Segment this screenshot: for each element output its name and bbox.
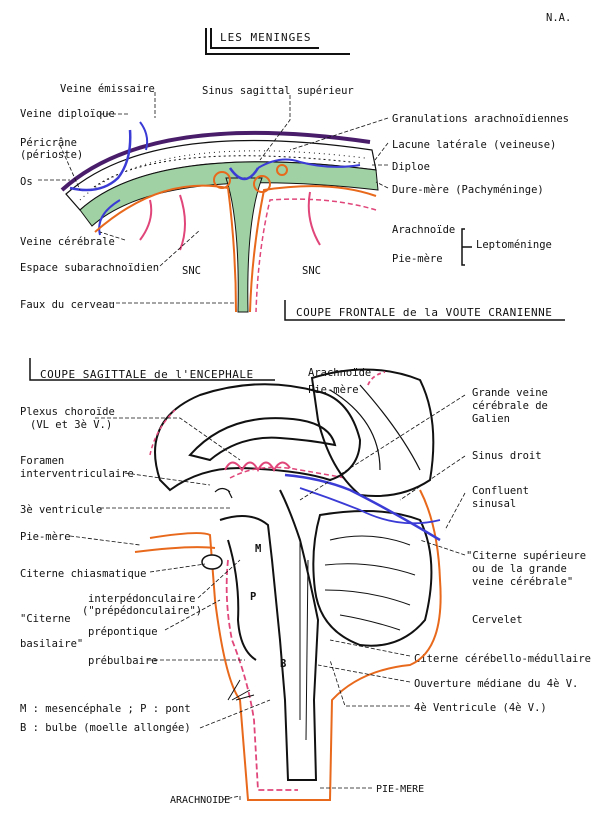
arachnoid-base — [134, 546, 216, 553]
optic-chiasm — [201, 554, 223, 570]
frontal-leaders — [38, 92, 389, 304]
label-sinus-sagittal: Sinus sagittal supérieur — [202, 85, 354, 97]
diploe-pattern — [89, 155, 361, 191]
label-pie-mere-bottom: PIE-MERE — [376, 784, 425, 795]
emissary-vein — [69, 129, 132, 192]
label-4e-ventricule: 4è Ventricule (4è V.) — [414, 702, 547, 714]
label-cervelet: Cervelet — [472, 614, 523, 626]
label-faux: Faux du cerveau — [20, 299, 115, 311]
label-diploe: Diploe — [392, 161, 430, 173]
fourth-ventricle-lines — [299, 540, 309, 741]
arachnoid-right — [249, 185, 377, 313]
pia-right — [255, 198, 377, 313]
legend-b: B : bulbe (moelle allongée) — [20, 722, 191, 734]
label-espace-sub: Espace subarachnoïdien — [20, 262, 160, 274]
label-plexus-detail: (VL et 3è V.) — [30, 419, 113, 431]
pericranium-line — [60, 130, 371, 192]
sagittal-title-border — [29, 358, 275, 381]
arachnoid-granulations — [213, 164, 288, 193]
arachnoid-left — [94, 184, 237, 313]
cerebral-vein — [98, 199, 121, 236]
legend-arrows — [227, 679, 255, 701]
label-sag-pie-mere: Pie-mère — [20, 531, 71, 543]
label-ouverture: Ouverture médiane du 4è V. — [414, 678, 579, 690]
label-foramen-2: interventriculaire — [20, 468, 134, 480]
label-citerne-basilaire-2: basilaire" — [20, 638, 84, 650]
plexus-pia — [229, 466, 346, 479]
cerebellum-outline — [312, 510, 433, 647]
label-confluent-2: sinusal — [472, 498, 517, 510]
legend-mp: M : mesencéphale ; P : pont — [20, 703, 191, 715]
pons-front — [227, 539, 257, 661]
label-grande-veine: Grande veine — [472, 387, 548, 399]
label-confluent: Confluent — [472, 485, 529, 497]
label-os: Os — [20, 176, 33, 188]
choroid-plexus — [224, 461, 291, 473]
label-sinus-droit: Sinus droit — [472, 450, 542, 462]
label-veine-diploique: Veine diploïque — [20, 108, 115, 120]
label-plexus: Plexus choroïde — [20, 406, 115, 418]
label-prepontique: prépontique — [88, 626, 158, 638]
label-pie-mere: Pie-mère — [392, 253, 443, 265]
label-foramen: Foramen — [20, 455, 65, 467]
main-title: LES MENINGES — [210, 28, 320, 49]
cerebellum-folia — [324, 535, 416, 631]
label-citerne-cm: Citerne cérébello-médullaire — [414, 653, 592, 665]
label-dure-mere: Dure-mère (Pachyméninge) — [392, 184, 544, 196]
label-lacune: Lacune latérale (veineuse) — [392, 139, 557, 151]
pia-left-sag — [149, 409, 176, 456]
straight-sinus — [284, 473, 441, 542]
great-cerebral-vein — [299, 487, 441, 525]
sagittal-leaders — [69, 394, 466, 801]
author-initials: N.A. — [546, 12, 572, 24]
letter-m: M — [255, 543, 262, 555]
label-grande-veine-3: Galien — [472, 413, 510, 425]
brainstem-outline — [219, 489, 320, 781]
label-veine-cerebrale: Veine cérébrale — [20, 236, 115, 248]
label-snc-right: SNC — [302, 265, 321, 277]
label-veine-emissaire: Veine émissaire — [60, 83, 155, 95]
label-citerne-sup: "Citerne supérieure — [466, 550, 587, 562]
label-prebulbaire: prébulbaire — [88, 655, 158, 667]
label-granulations: Granulations arachnoïdiennes — [392, 113, 570, 125]
label-leptomeninge: Leptoméninge — [476, 239, 552, 251]
label-citerne-sup-3: veine cérébrale" — [472, 576, 574, 588]
lateral-lacuna — [257, 158, 361, 169]
corpus-callosum — [188, 417, 337, 462]
cortex-sulci — [139, 191, 321, 251]
foramen-mark — [214, 487, 233, 499]
label-citerne-sup-2: ou de la grande — [472, 563, 567, 575]
label-3e-ventricule: 3è ventricule — [20, 504, 103, 516]
diploic-vein — [139, 121, 149, 151]
label-perioste: (périoste) — [20, 149, 84, 161]
pia-brainstem — [225, 559, 298, 791]
label-interped: interpédonculaire — [88, 593, 196, 605]
arachnoid-contour — [149, 489, 442, 801]
label-arachnoide-bottom: ARACHNOIDE — [170, 795, 231, 806]
label-citerne-chiasm: Citerne chiasmatique — [20, 568, 147, 580]
leptomeninge-bracket — [461, 228, 472, 266]
label-interped-2: ("prépédonculaire") — [82, 605, 203, 617]
title-box-border — [205, 28, 350, 55]
falx-cerebri — [225, 177, 263, 313]
dura-mater — [79, 161, 379, 227]
letter-p: P — [250, 591, 257, 603]
label-snc-left: SNC — [182, 265, 201, 277]
label-pericrane: Péricrâne — [20, 137, 77, 149]
frontal-title-border — [284, 300, 565, 321]
occipital-sulci — [329, 384, 421, 471]
label-citerne-basilaire: "Citerne — [20, 613, 71, 625]
occipital-lobe — [310, 368, 435, 497]
superior-sagittal-sinus — [228, 167, 260, 181]
sagittal-section-title: COUPE SAGITTALE de l'ENCEPHALE — [40, 368, 254, 381]
letter-b: B — [280, 658, 287, 670]
label-grande-veine-2: cérébrale de — [472, 400, 548, 412]
frontal-section-title: COUPE FRONTALE de la VOUTE CRANIENNE — [296, 306, 553, 319]
label-arachnoide: Arachnoïde — [392, 224, 456, 236]
pia-top-sag — [367, 371, 386, 386]
